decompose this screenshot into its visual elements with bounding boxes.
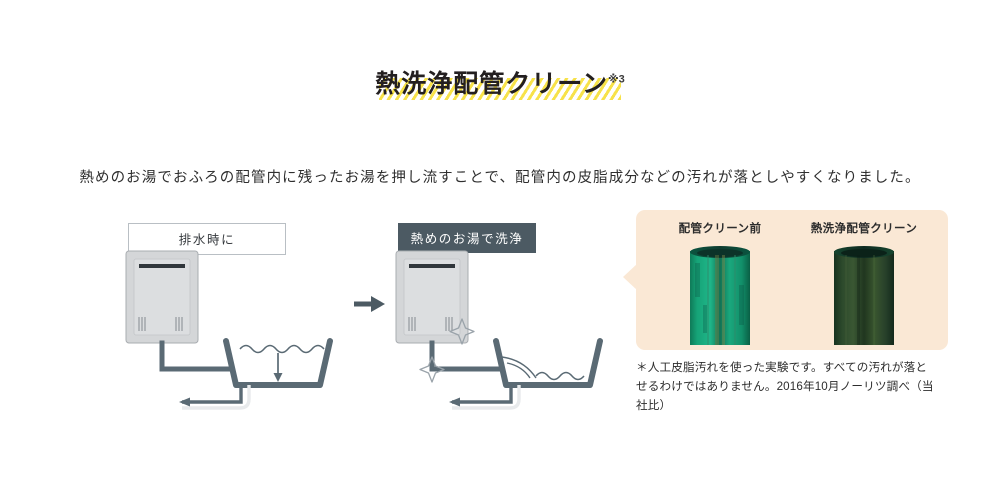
title-wrap: 熱洗浄配管クリーン※3 (371, 68, 629, 102)
drain-flow-arrow-icon (179, 397, 190, 407)
diagram-step-before: 排水時に (110, 215, 340, 410)
drain-flow-arrow-icon (449, 397, 460, 407)
sparkle-icon (449, 318, 475, 345)
water-surface-wave (535, 371, 585, 381)
step-label-drain: 排水時に (128, 223, 286, 255)
bathtub-icon (223, 338, 333, 388)
bathtub-icon (493, 338, 603, 388)
result-label-before: 配管クリーン前 (678, 223, 762, 235)
water-heater-unit-icon (395, 250, 469, 344)
diagram-area: 排水時に (110, 215, 620, 410)
arrow-right-icon (354, 296, 385, 312)
diagram-step-after: 熱めのお湯で洗浄 (390, 215, 620, 410)
result-panel-note: ＊人工皮脂汚れを使った実験です。すべての汚れが落とせるわけではありません。201… (636, 361, 934, 413)
title-text: 熱洗浄配管クリーン※3 (375, 70, 625, 98)
title-label: 熱洗浄配管クリーン (375, 70, 608, 98)
sparkle-icon (419, 356, 445, 383)
water-heater-unit-icon (125, 250, 199, 344)
lead-paragraph: 熱めのお湯でおふろの配管内に残ったお湯を押し流すことで、配管内の皮脂成分などの汚… (79, 170, 921, 186)
callout-tail (623, 264, 637, 290)
diagram-svg-after (395, 250, 603, 410)
title-footnote-mark: ※3 (607, 73, 625, 86)
diagram-svg-before (125, 250, 333, 410)
title-highlight-stripes (379, 77, 621, 100)
pipe-after-photo (834, 246, 894, 345)
result-label-after: 熱洗浄配管クリーン (810, 223, 918, 235)
water-surface-wave (239, 344, 325, 354)
result-column-after: 熱洗浄配管クリーン (794, 220, 934, 350)
result-callout-panel: 配管クリーン前 (623, 210, 948, 350)
page-title: 熱洗浄配管クリーン※3 (0, 68, 1000, 102)
hot-water-jet-icon (501, 356, 537, 379)
step-label-hotwater: 熱めのお湯で洗浄 (398, 223, 536, 253)
water-down-arrow-icon (273, 353, 283, 382)
pipe-before-photo (690, 246, 750, 345)
result-column-before: 配管クリーン前 (650, 220, 790, 350)
